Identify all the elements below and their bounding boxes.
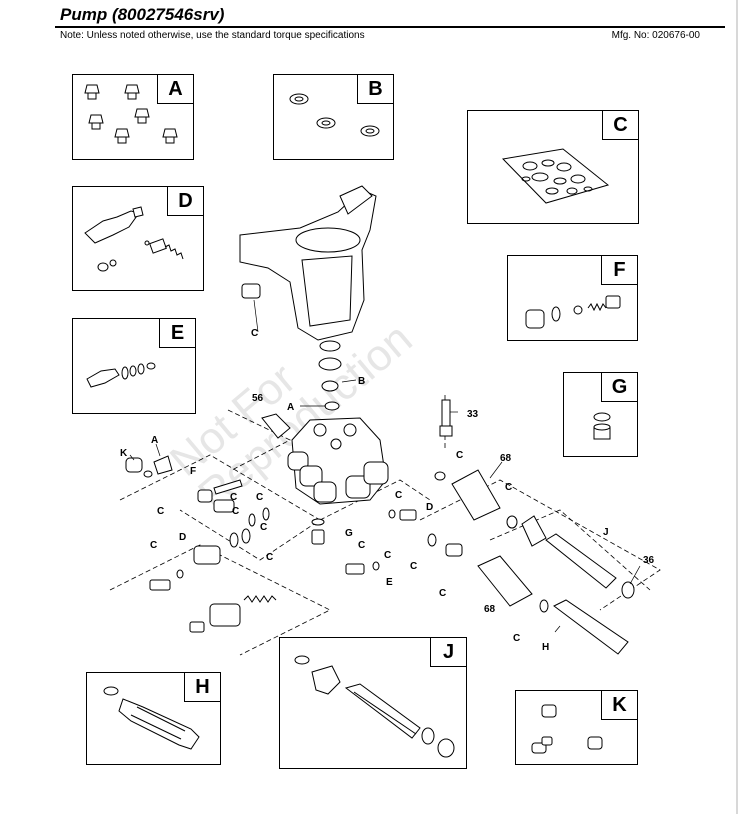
callout-c-4: C [157, 506, 164, 517]
callout-d-right: D [426, 502, 433, 513]
kit-b-label: B [357, 75, 393, 104]
callout-56: 56 [252, 393, 264, 404]
kit-panel-j: J [279, 637, 467, 769]
center-valve-parts [311, 509, 463, 575]
manifold-head [287, 417, 389, 505]
callout-e: E [386, 577, 393, 588]
kit-panel-k: K [515, 690, 638, 765]
callout-g: G [345, 528, 353, 539]
callout-c-10: C [266, 552, 273, 563]
callout-f: F [190, 466, 196, 477]
kit-e-label: E [159, 319, 195, 348]
callout-68-top: 68 [500, 453, 512, 464]
kit-k-caps-illustration [531, 704, 603, 754]
callout-c-14: C [410, 561, 417, 572]
callout-c-16: C [513, 633, 520, 644]
header-rule [55, 26, 725, 28]
callout-c-5: C [230, 492, 237, 503]
kit-j-valve-assembly-illustration [294, 655, 455, 758]
mfg-number: Mfg. No: 020676-00 [611, 30, 700, 41]
kit-a-label: A [157, 75, 193, 104]
callout-c-13: C [384, 550, 391, 561]
page-title: Pump (80027546srv) [60, 5, 225, 24]
kit-panel-e: E [72, 318, 196, 414]
callout-a-left: A [151, 435, 158, 446]
kit-b-seals-illustration [289, 93, 380, 137]
callout-c-9: C [150, 540, 157, 551]
callout-c-7: C [232, 506, 239, 517]
callout-68-bottom: 68 [484, 604, 496, 615]
callout-labels: 56 33 68 68 36 K A A B F G E H J D D C C… [120, 328, 655, 653]
kit-c-label: C [602, 111, 638, 140]
kit-panel-h: H [86, 672, 221, 765]
kit-h-label: H [184, 673, 220, 702]
fitting-c-left [241, 283, 261, 299]
callout-c-2: C [456, 450, 463, 461]
kit-f-label: F [601, 256, 637, 285]
callout-33: 33 [467, 409, 479, 420]
kit-panel-f: F [507, 255, 638, 341]
seals-stack [318, 340, 342, 411]
kit-j-label: J [430, 638, 466, 667]
viewer-scroll-edge [736, 0, 738, 814]
part-56-fitting [261, 413, 291, 439]
kit-f-valve-parts-illustration [525, 295, 621, 329]
callout-h: H [542, 642, 549, 653]
kit-a-valve-caps-illustration [84, 84, 178, 144]
left-valve-parts [125, 455, 277, 633]
callout-c-8: C [260, 522, 267, 533]
leader-lines [129, 299, 641, 633]
kit-k-label: K [601, 691, 637, 720]
right-valve-assemblies [434, 469, 635, 655]
dashed-assembly-outlines [109, 395, 661, 656]
kit-panel-c: C [467, 110, 639, 224]
kit-c-oring-sheet-illustration [501, 148, 610, 204]
callout-c-3: C [505, 482, 512, 493]
bolt-33 [439, 399, 453, 437]
callout-c-11: C [358, 540, 365, 551]
callout-a-center: A [287, 402, 294, 413]
callout-k: K [120, 448, 128, 459]
callout-c-housing: C [251, 328, 258, 339]
callout-d-left: D [179, 532, 186, 543]
callout-36: 36 [643, 555, 655, 566]
kit-g-label: G [601, 373, 637, 402]
kit-panel-g: G [563, 372, 638, 457]
kit-panel-a: A [72, 74, 194, 160]
kit-d-label: D [167, 187, 203, 216]
callout-c-15: C [439, 588, 446, 599]
kit-d-unloader-illustration [84, 206, 184, 272]
kit-panel-b: B [273, 74, 394, 160]
kit-h-check-valve-illustration [103, 686, 200, 750]
torque-note: Note: Unless noted otherwise, use the st… [60, 30, 365, 41]
callout-c-12: C [395, 490, 402, 501]
callout-c-6: C [256, 492, 263, 503]
kit-e-valve-illustration [86, 362, 156, 388]
callout-j: J [603, 527, 609, 538]
callout-b: B [358, 376, 365, 387]
pump-housing [239, 185, 377, 341]
kit-panel-d: D [72, 186, 204, 291]
kit-g-plug-illustration [593, 412, 611, 440]
